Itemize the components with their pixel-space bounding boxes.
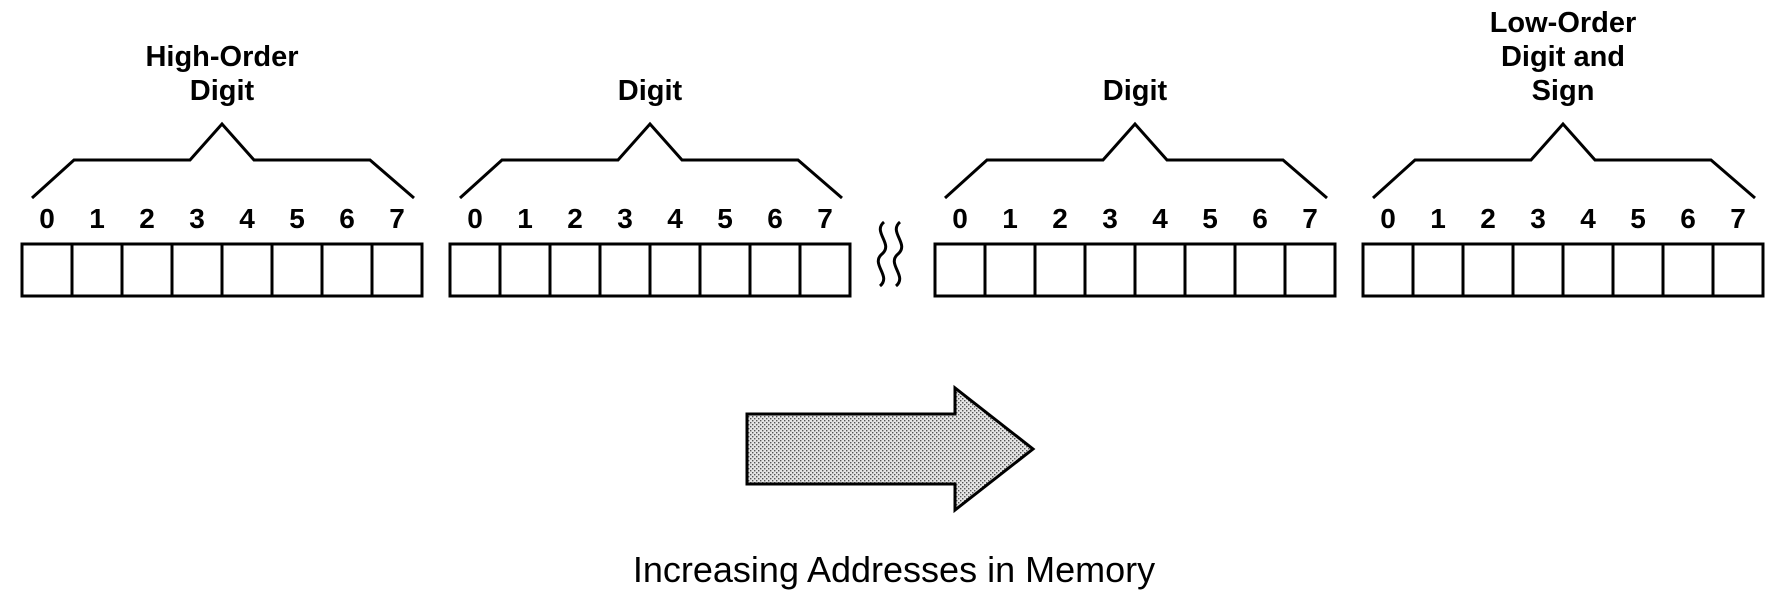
bit-number: 4 [239,203,255,234]
bit-cell [220,242,274,298]
bit-number: 3 [1530,203,1546,234]
bit-cell [1611,242,1665,298]
bit-cell [120,242,174,298]
caption: Increasing Addresses in Memory [633,549,1155,590]
bit-cell [370,242,424,298]
bit-number: 0 [952,203,968,234]
bit-cell [270,242,324,298]
byte-label-line: Low-Order [1490,7,1637,39]
bit-cell [698,242,752,298]
bit-number: 2 [1052,203,1068,234]
bit-number: 6 [767,203,783,234]
bit-cell [1083,242,1137,298]
bit-cell [448,242,502,298]
bit-cell [1361,242,1415,298]
bit-number: 2 [567,203,583,234]
bit-number: 6 [1680,203,1696,234]
bit-number: 3 [617,203,633,234]
bit-cell [1411,242,1465,298]
byte-label-line: Digit [1103,75,1168,107]
bit-cell [1511,242,1565,298]
bit-number: 1 [89,203,105,234]
bit-cell [1561,242,1615,298]
brace [1371,121,1756,200]
bit-number: 5 [289,203,305,234]
bit-number: 2 [1480,203,1496,234]
bit-number: 1 [1002,203,1018,234]
bit-cell [170,242,224,298]
bit-number: 3 [189,203,205,234]
brace [30,121,415,200]
bit-cell [798,242,852,298]
bit-cell [598,242,652,298]
bit-number: 7 [1730,203,1746,234]
bit-number: 7 [389,203,405,234]
bit-number: 4 [1580,203,1596,234]
bit-cell [1183,242,1237,298]
bit-cell [1283,242,1337,298]
bit-number: 0 [39,203,55,234]
bit-number: 0 [1380,203,1396,234]
bit-number: 6 [339,203,355,234]
bit-number: 3 [1102,203,1118,234]
bit-cell [1461,242,1515,298]
bit-cell [498,242,552,298]
bit-number: 2 [139,203,155,234]
bit-cell [70,242,124,298]
byte-label-line: Sign [1532,75,1595,107]
bit-number: 1 [1430,203,1446,234]
bit-cell [748,242,802,298]
bit-number: 5 [717,203,733,234]
byte-1: Digit 0 1 2 3 4 5 6 7 [448,75,852,298]
byte-label-line: Digit and [1501,41,1625,73]
bit-number: 6 [1252,203,1268,234]
bit-cell [983,242,1037,298]
bit-number: 5 [1630,203,1646,234]
bit-cell [20,242,74,298]
bit-cell [933,242,987,298]
bit-cell [320,242,374,298]
byte-label-line: Digit [190,75,255,107]
bit-number: 4 [1152,203,1168,234]
bit-cell [1233,242,1287,298]
bit-number: 4 [667,203,683,234]
bit-cell [548,242,602,298]
break-symbol [876,220,904,288]
bit-number: 7 [817,203,833,234]
byte-label-line: High-Order [145,41,298,73]
bit-number: 5 [1202,203,1218,234]
bit-number: 7 [1302,203,1318,234]
bit-cell [1661,242,1715,298]
brace [458,121,843,200]
brace [943,121,1328,200]
bit-cell [1033,242,1087,298]
byte-2: Digit 0 1 2 3 4 5 6 7 [933,75,1337,298]
bit-cell [1711,242,1765,298]
direction-arrow-icon [745,384,1036,514]
byte-label-line: Digit [618,75,683,107]
bit-cell [648,242,702,298]
bit-cell [1133,242,1187,298]
bit-number: 0 [467,203,483,234]
bit-number: 1 [517,203,533,234]
